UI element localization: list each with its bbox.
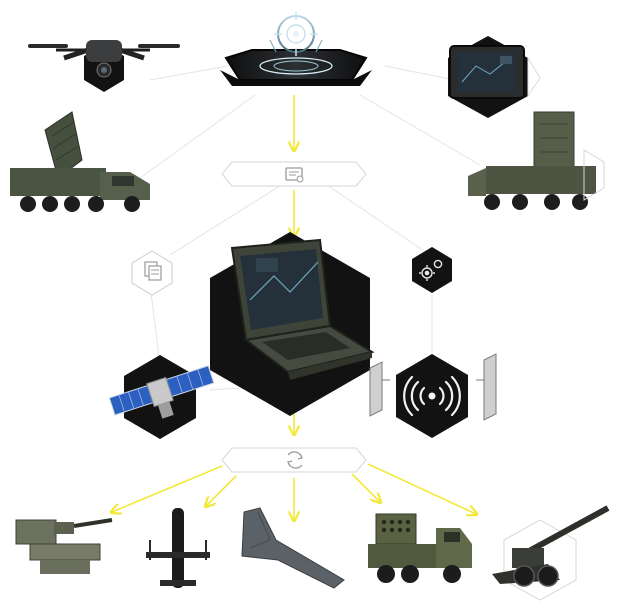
howitzer-icon: [492, 505, 610, 601]
antenna-panel-right: [476, 353, 497, 421]
radar-truck-icon: [10, 111, 150, 212]
remote-weapon-station-icon: [15, 518, 113, 574]
mobile-radar-vehicle-icon: [468, 111, 605, 210]
antenna-panel-left: [369, 361, 390, 417]
wireless-signal-icon: [403, 375, 461, 417]
data-processing-icon: [285, 167, 304, 183]
quadcopter-drone-icon: [28, 40, 180, 92]
distribution-node: [221, 447, 367, 473]
rugged-tablet-icon: [448, 36, 541, 118]
distribution-cycle-icon: [287, 451, 303, 469]
data-processing-node: [221, 161, 367, 187]
rocket-launcher-truck-icon: [368, 513, 472, 583]
command-center-hologram-icon: [220, 12, 372, 86]
loitering-munition-icon: [146, 508, 210, 588]
gears-icon: [419, 259, 443, 281]
satellite-icon: [108, 355, 215, 439]
database-stack-icon: [144, 261, 162, 281]
rugged-laptop-icon: [210, 232, 375, 416]
settings-node: [412, 247, 452, 293]
radio-link-node: [369, 353, 497, 438]
flying-wing-drone-icon: [241, 507, 345, 589]
database-node: [131, 250, 173, 296]
